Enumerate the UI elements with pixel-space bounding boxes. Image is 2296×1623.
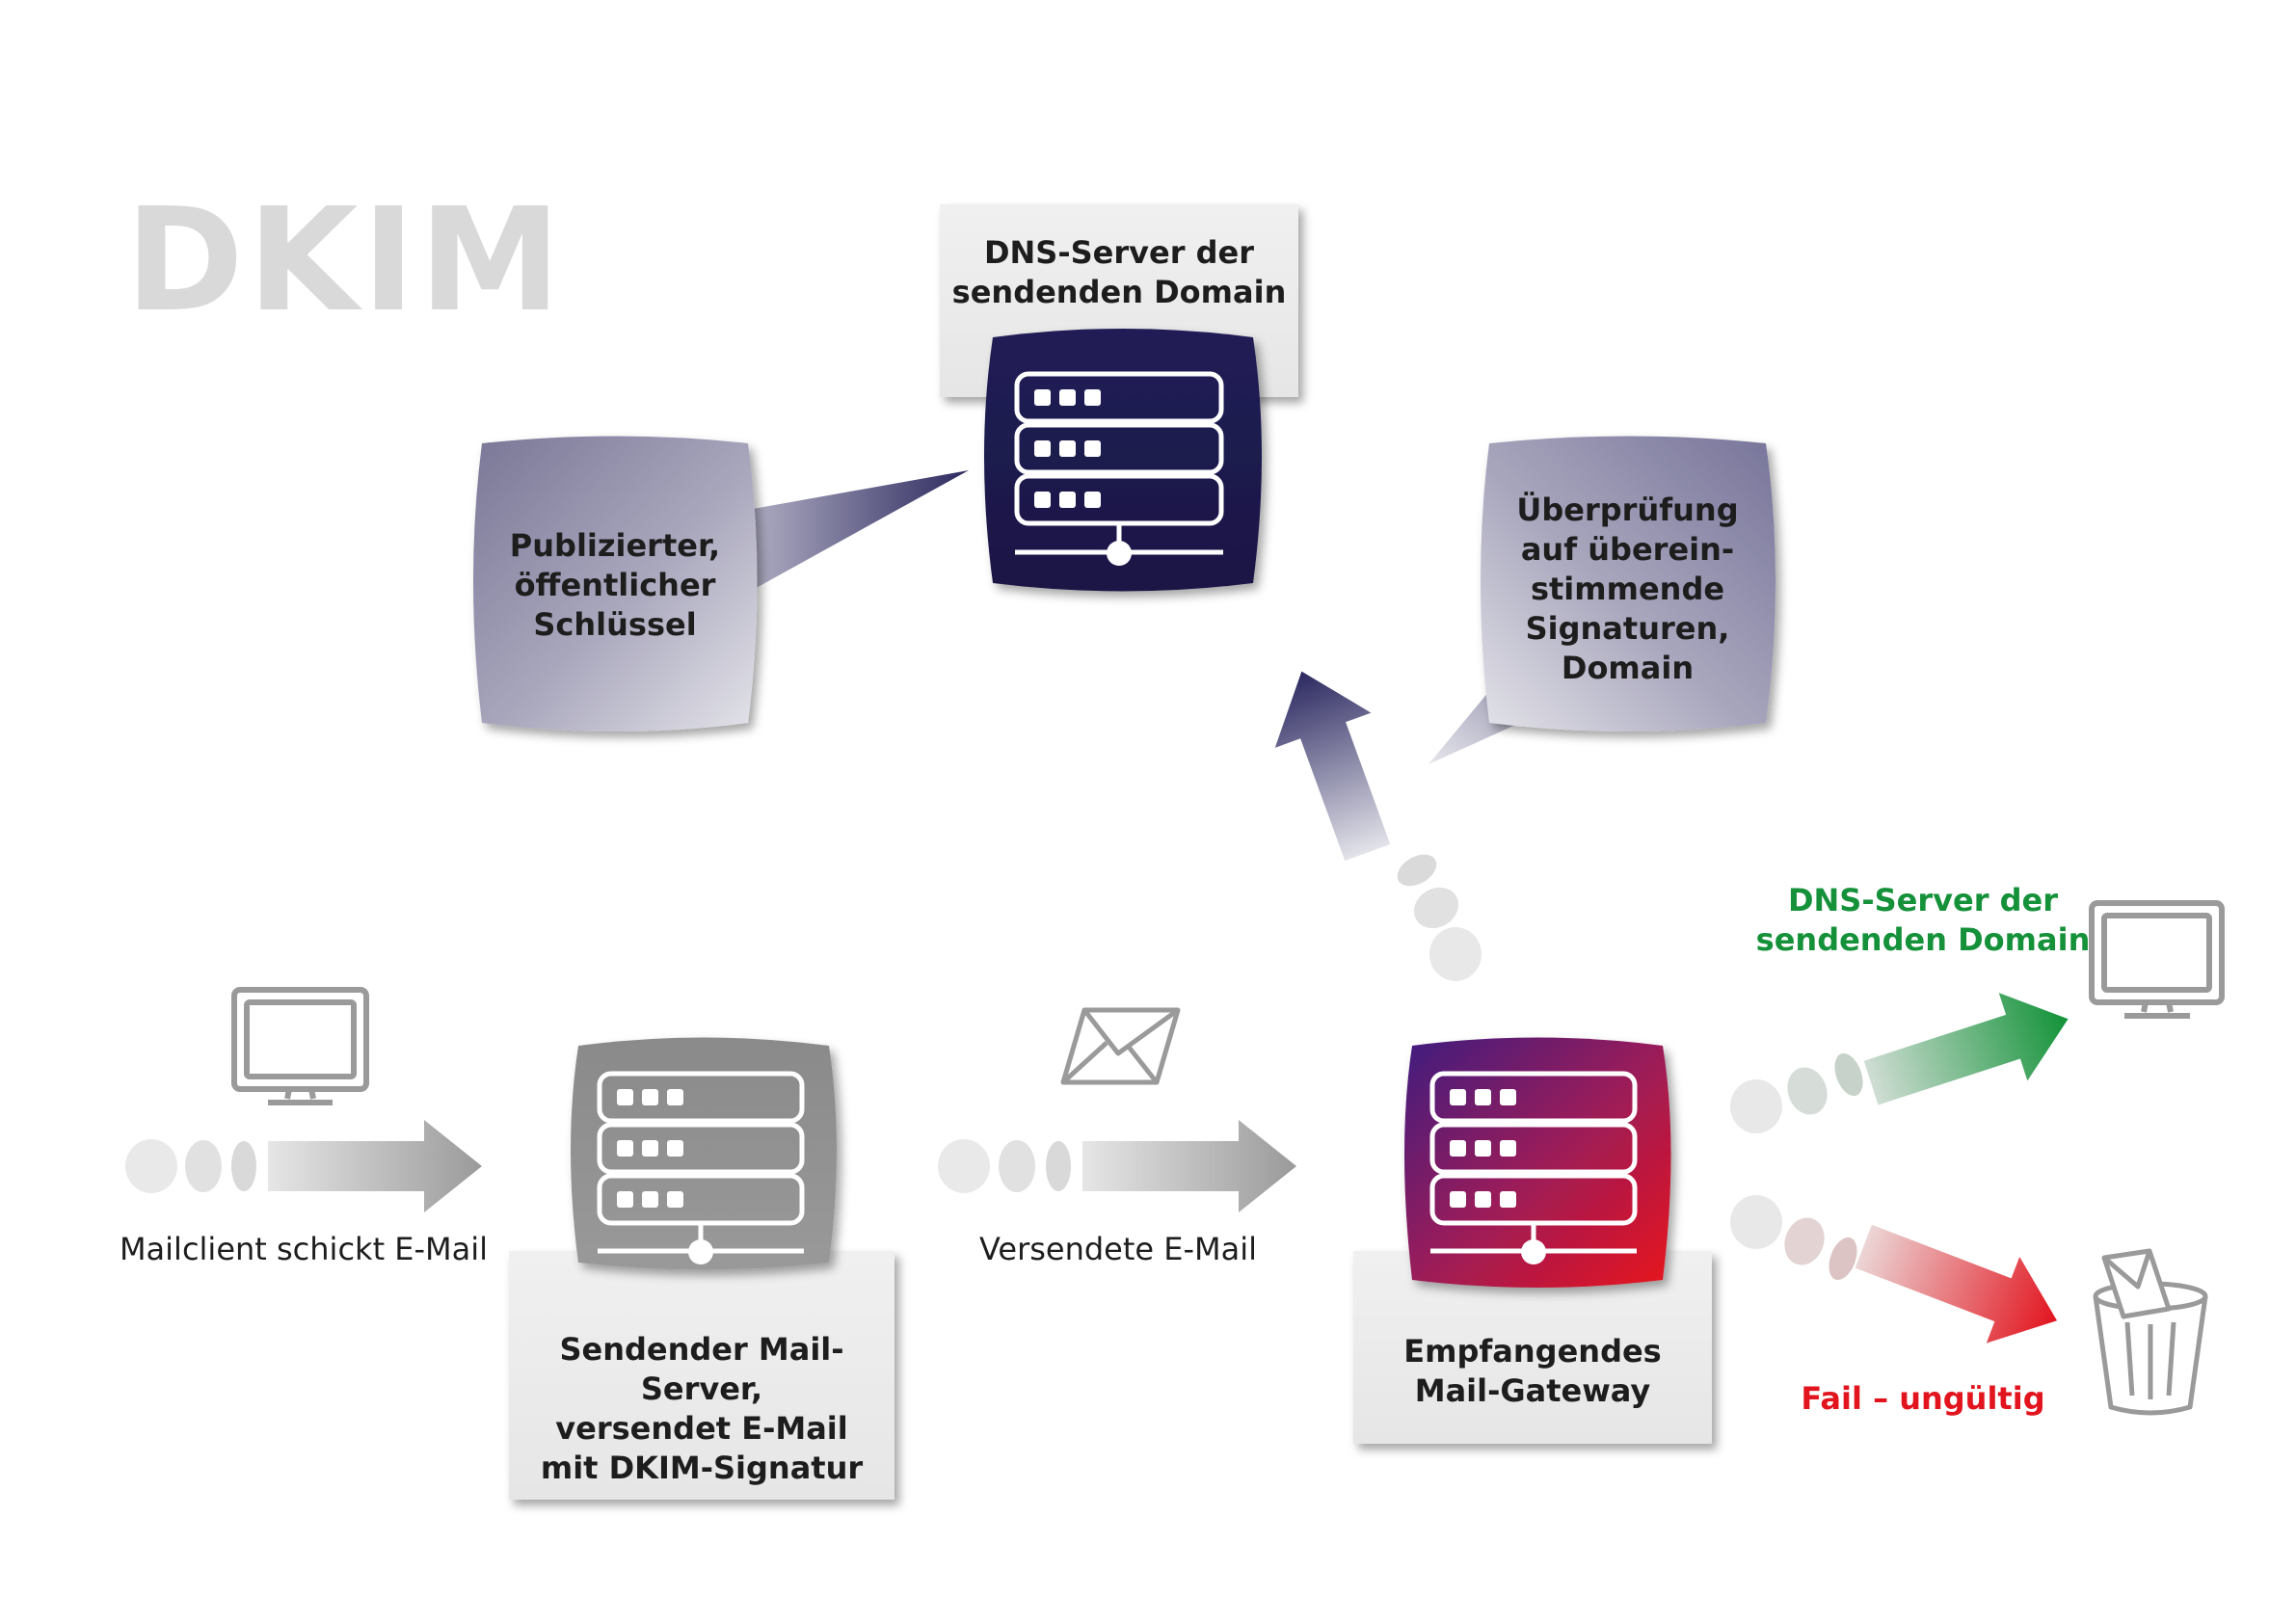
mailclient-label: Mailclient schickt E-Mail (119, 1231, 489, 1267)
sending-server-label: Sendender Mail-Server, versendet E-Mail … (540, 1331, 864, 1486)
sending-server-icon (571, 1037, 837, 1270)
bubble-public-key-tail (742, 470, 969, 596)
arrow-icon (1730, 993, 2069, 1133)
diagram-title: DKIM (125, 177, 565, 343)
monitor-icon (2089, 900, 2225, 1019)
bubble-public-key (473, 436, 969, 732)
dns-server-card: DNS-Server der sendenden Domain (940, 204, 1298, 397)
bubble-verify-shape (1481, 436, 1775, 732)
receiving-gateway-icon (1404, 1037, 1671, 1288)
receiving-gateway-label: Empfangendes Mail-Gateway (1403, 1333, 1662, 1409)
arrow-icon (1274, 671, 1482, 981)
bubble-public-key-shape (473, 436, 758, 732)
sending-server-card: Sendender Mail-Server, versendet E-Mail … (509, 1251, 894, 1500)
arrow-icon (125, 1120, 482, 1212)
dns-server-card-label: DNS-Server der sendenden Domain (951, 234, 1287, 310)
bubble-verify (1428, 436, 1775, 764)
bubble-public-key-label: Publizierter, öffentlicher Schlüssel (509, 527, 721, 643)
dns-server-icon (984, 329, 1262, 592)
arrow-icon (938, 1120, 1296, 1212)
outcome-fail-label: Fail – ungültig (1801, 1380, 2045, 1417)
sent-email-label: Versendete E-Mail (978, 1231, 1258, 1267)
outcome-pass-label: DNS-Server der sendenden Domain (1755, 882, 2091, 958)
bubble-verify-label: Überprüfung auf überein- stimmende Signa… (1516, 492, 1739, 686)
envelope-icon (1060, 1007, 1181, 1085)
monitor-icon (231, 987, 369, 1105)
arrow-icon (1730, 1195, 2058, 1344)
trash-icon (2093, 1248, 2208, 1416)
